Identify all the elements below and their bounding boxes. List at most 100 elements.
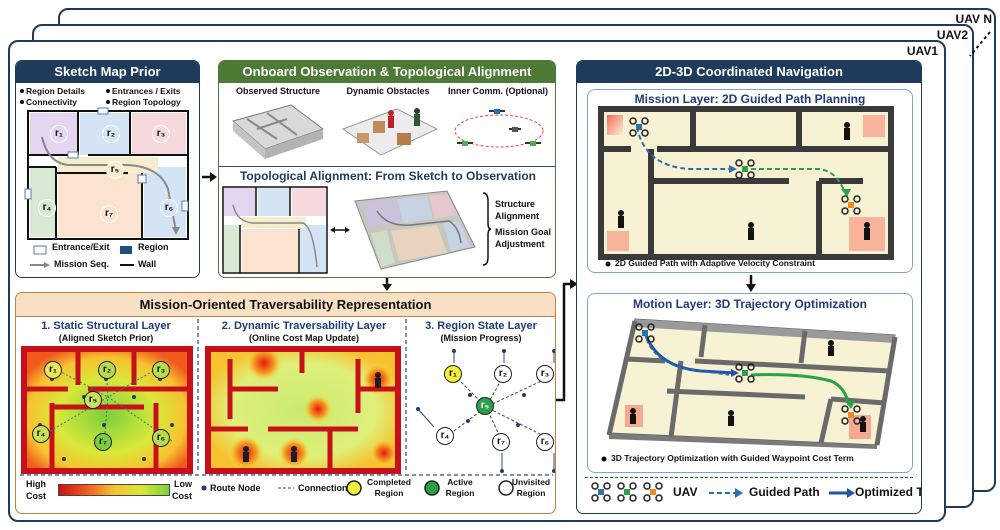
legend-uav: UAV <box>673 485 698 499</box>
state-node-r6: r₆ <box>536 433 554 451</box>
legend-guided-path: Guided Path <box>749 485 820 499</box>
arrow-mission-to-motion <box>746 275 756 292</box>
static-node-r4: r₄ <box>32 425 50 443</box>
legend-region-topology: Region Topology <box>112 97 181 107</box>
topo-sketch-mini <box>222 186 328 274</box>
topo-divider <box>219 166 555 167</box>
legend-region: Region <box>138 242 169 252</box>
motion-caption: 3D Trajectory Optimization with Guided W… <box>611 453 854 463</box>
legend-unvisited: Unvisited <box>511 477 551 487</box>
topo-observation-3d <box>354 190 476 270</box>
col-observed-structure: Observed Structure <box>235 86 321 96</box>
legend-route-node: Route Node <box>210 483 261 493</box>
legend-low: Low <box>174 479 192 489</box>
legend-connectivity: Connectivity <box>26 97 78 107</box>
layer3-title: 3. Region State Layer <box>425 320 537 332</box>
static-node-r6: r₆ <box>152 429 170 447</box>
state-node-r1: r₁ <box>444 365 462 383</box>
sketch-region-r7: r₇ <box>100 205 118 223</box>
static-node-r1: r₁ <box>44 361 62 379</box>
legend-active-region: Region <box>445 488 475 498</box>
legend-region-details: Region Details <box>26 86 86 96</box>
navigation-panel: 2D-3D Coordinated Navigation Mission Lay… <box>576 60 922 514</box>
legend-low-cost: Cost <box>172 491 192 501</box>
sketch-map-panel: Sketch Map Prior Region Details Entrance… <box>15 60 200 278</box>
topo-brace <box>482 192 492 266</box>
static-node-r2: r₂ <box>98 361 116 379</box>
static-node-r7: r₇ <box>94 433 112 451</box>
side-alignment: Alignment <box>495 211 539 221</box>
mission-layer-title: Mission Layer: 2D Guided Path Planning <box>634 92 866 106</box>
sketch-region-r2: r₂ <box>102 125 120 143</box>
sketch-map-title: Sketch Map Prior <box>16 61 199 83</box>
motion-layer-title: Motion Layer: 3D Trajectory Optimization <box>632 297 868 311</box>
topo-bidirectional-arrow <box>330 227 350 233</box>
side-mission-goal: Mission Goal <box>495 227 552 237</box>
inner-comm-image <box>454 109 544 148</box>
state-node-r7: r₇ <box>492 433 510 451</box>
layer2-sub: (Online Cost Map Update) <box>249 333 359 343</box>
legend-connection: Connection <box>298 483 348 493</box>
legend-mission-seq: Mission Seq. <box>54 259 110 269</box>
sketch-legend-icons <box>30 245 134 268</box>
sketch-region-r4: r₄ <box>38 199 56 217</box>
layer1-title: 1. Static Structural Layer <box>41 320 171 332</box>
sketch-region-r6: r₆ <box>160 199 178 217</box>
nav-legend-divider <box>585 477 913 478</box>
legend-entrances: Entrances / Exits <box>112 86 181 96</box>
arrow-onboard-to-trav <box>382 278 392 291</box>
traversability-title: Mission-Oriented Traversability Represen… <box>16 293 555 317</box>
observed-structure-image <box>231 104 325 159</box>
state-node-r3: r₃ <box>536 365 554 383</box>
legend-entrance-exit: Entrance/Exit <box>52 242 110 252</box>
traversability-panel: Mission-Oriented Traversability Represen… <box>15 292 556 514</box>
state-node-r5: r₅ <box>476 397 494 415</box>
col-inner-comm: Inner Comm. (Optional) <box>448 86 548 96</box>
mission-caption: 2D Guided Path with Adaptive Velocity Co… <box>615 258 815 268</box>
onboard-panel: Onboard Observation & Topological Alignm… <box>218 60 556 278</box>
static-node-r3: r₃ <box>152 361 170 379</box>
uav-icons-legend <box>591 482 663 502</box>
state-node-r4: r₄ <box>436 427 454 445</box>
topo-alignment-title: Topological Alignment: From Sketch to Ob… <box>239 169 537 183</box>
static-node-r5: r₅ <box>84 391 102 409</box>
dynamic-cost-map <box>205 345 401 474</box>
sketch-region-r1: r₁ <box>50 125 68 143</box>
uav-n-label: UAV N <box>955 12 992 26</box>
sketch-region-r3: r₃ <box>152 125 170 143</box>
navigation-title: 2D-3D Coordinated Navigation <box>577 61 921 83</box>
legend-active: Active <box>447 477 473 487</box>
motion-layer-box <box>587 293 913 473</box>
guided-path-legend-line <box>709 488 743 498</box>
motion-caption-bullet <box>601 456 607 462</box>
dynamic-obstacles-image <box>341 108 439 156</box>
sketch-region-r5: r₅ <box>106 161 124 179</box>
legend-unvisited-region: Region <box>516 488 546 498</box>
legend-high-cost: Cost <box>26 491 46 501</box>
state-node-r2: r₂ <box>494 365 512 383</box>
onboard-title: Onboard Observation & Topological Alignm… <box>219 61 555 83</box>
layer1-sub: (Aligned Sketch Prior) <box>58 333 154 343</box>
uav-1-label: UAV1 <box>906 44 938 58</box>
col-dynamic-obstacles: Dynamic Obstacles <box>346 86 430 96</box>
side-structure: Structure <box>495 199 536 209</box>
stack-dots <box>969 31 991 57</box>
arrow-trav-to-nav <box>556 279 578 402</box>
layer-dividers <box>20 319 553 476</box>
side-adjustment: Adjustment <box>495 239 545 249</box>
layer3-sub: (Mission Progress) <box>440 333 522 343</box>
mission-layer-map <box>598 106 894 260</box>
optimized-traj-legend-line <box>829 488 855 498</box>
uav-2-label: UAV2 <box>936 28 968 42</box>
cost-colorbar <box>58 484 170 496</box>
legend-wall: Wall <box>138 259 157 269</box>
legend-high: High <box>26 479 46 489</box>
motion-layer-3d <box>606 318 898 449</box>
mission-caption-bullet <box>605 261 611 267</box>
legend-symbols <box>201 480 514 496</box>
mission-layer-box <box>587 89 913 273</box>
legend-dots <box>20 89 110 104</box>
layer2-title: 2. Dynamic Traversability Layer <box>221 320 387 332</box>
legend-completed: Completed <box>367 477 411 487</box>
arrow-sketch-to-onboard <box>202 172 217 182</box>
